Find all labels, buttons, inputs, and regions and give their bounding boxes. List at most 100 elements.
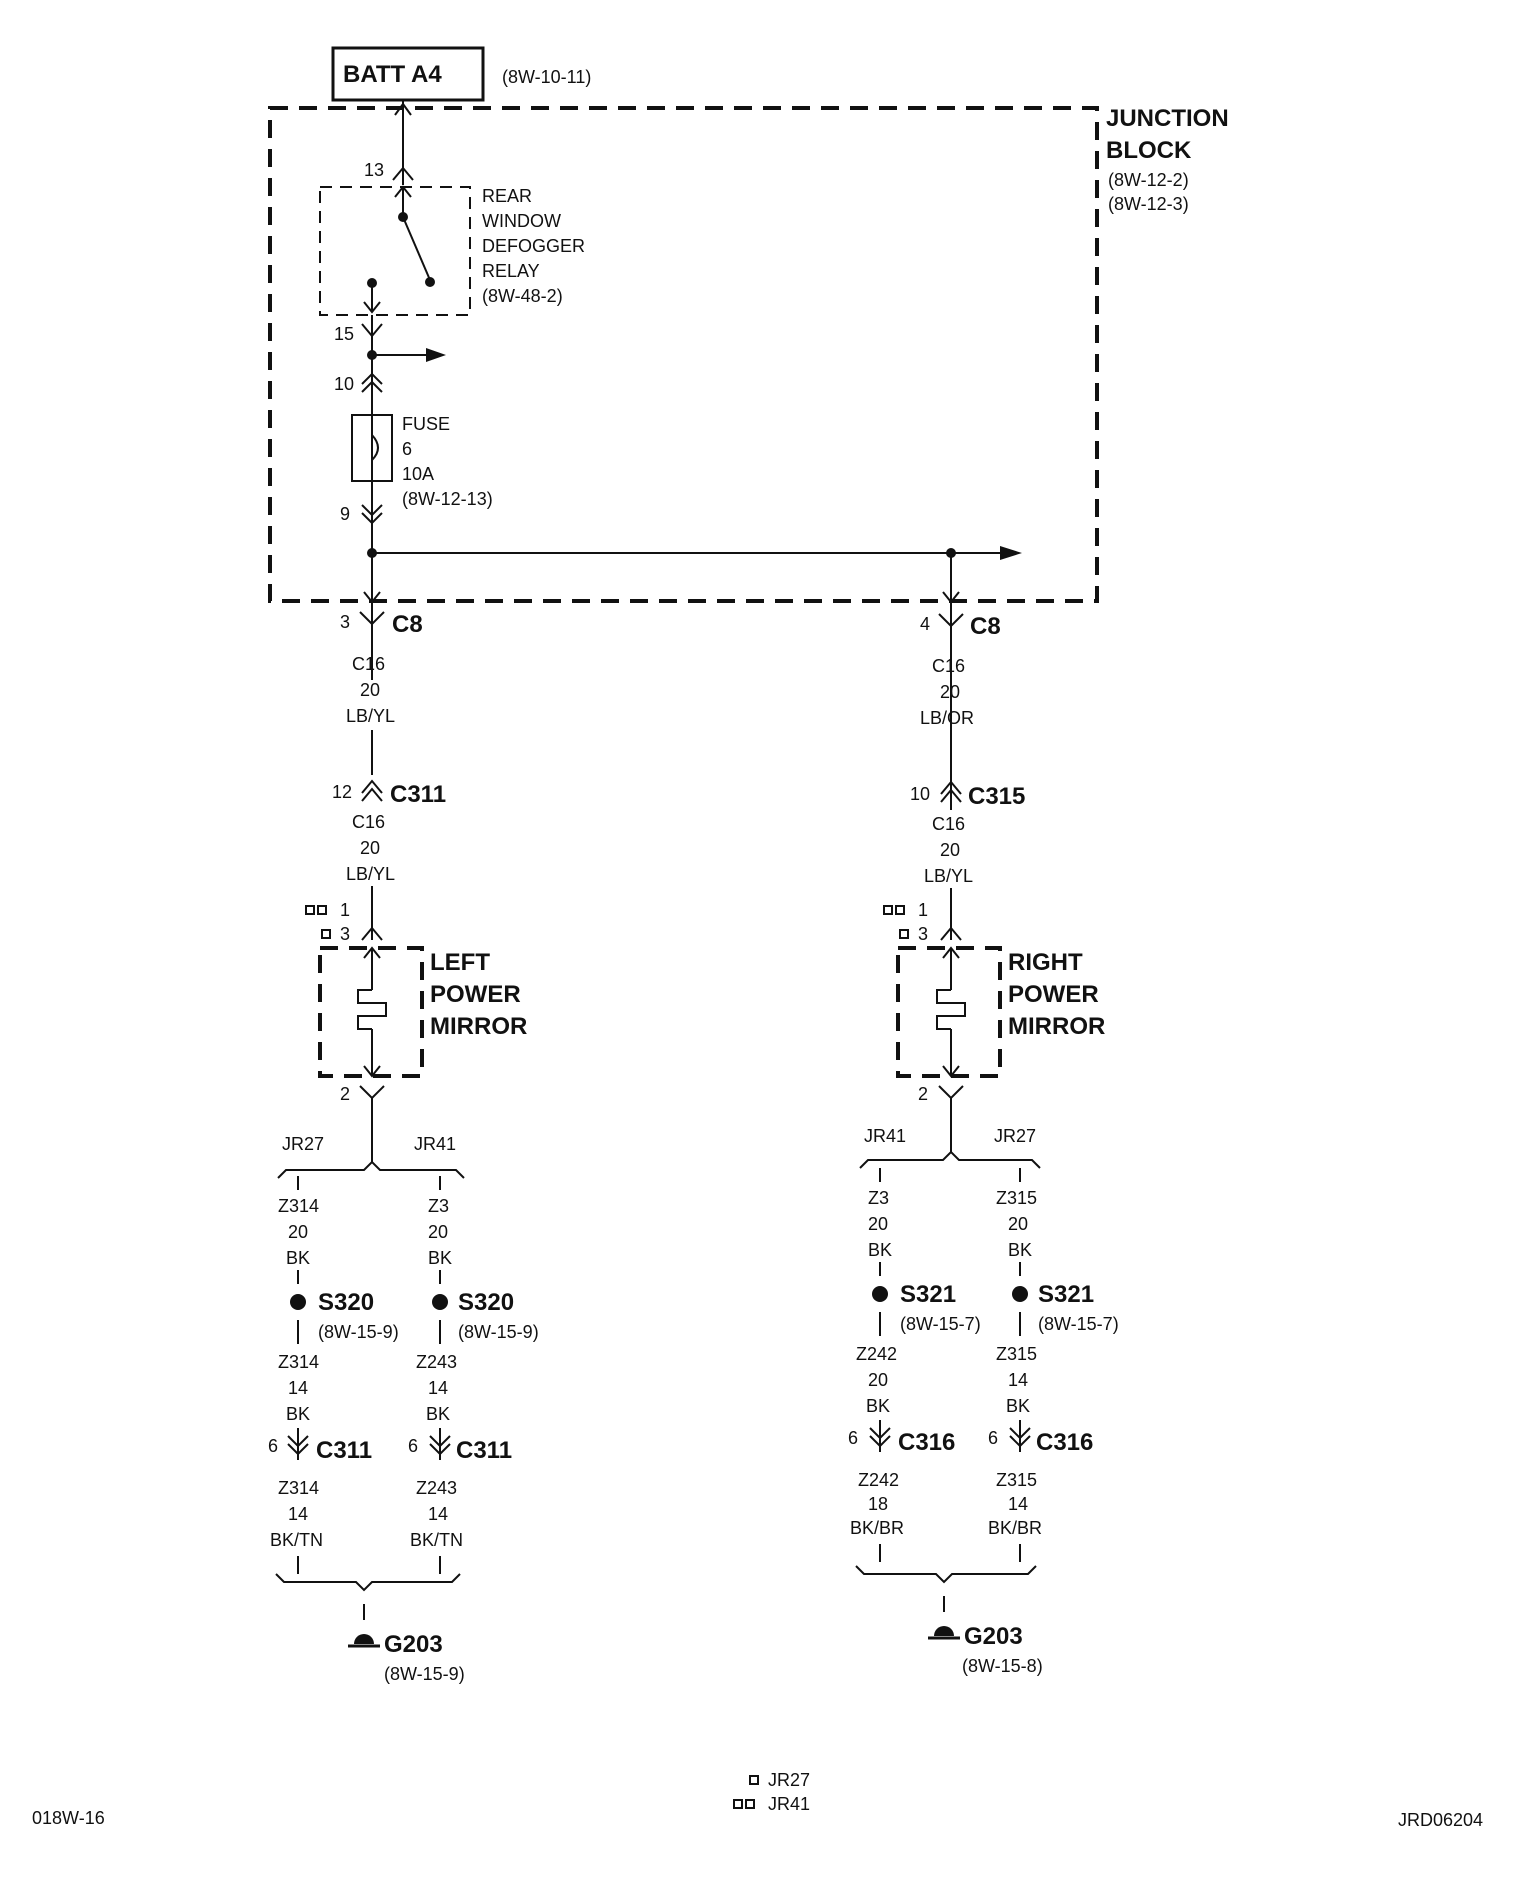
left-a-w2-gauge: 14 [288,1378,308,1398]
left-c311-pin: 12 [332,782,352,802]
left-b-splice-ref: (8W-15-9) [458,1322,539,1342]
page-number: 018W-16 [32,1808,105,1828]
relay-contact-stationary [425,277,435,287]
right-ground-brace [855,1565,1037,1584]
right-a-w1-color: BK [868,1240,892,1260]
fuse-pin-9: 9 [340,504,350,524]
right-branch-brace [859,1150,1041,1169]
fuse-pin-10: 10 [334,374,354,394]
junction-block-ref-1: (8W-12-2) [1108,170,1189,190]
right-c8-name: C8 [970,613,1001,640]
relay-line-2: WINDOW [482,211,561,231]
right-ground-symbol [934,1626,954,1636]
left-mirror-label-1: LEFT [430,949,490,976]
relay-line-4: RELAY [482,261,540,281]
left-mirror-pin-out: 2 [340,1084,350,1104]
right-a-splice-ref: (8W-15-7) [900,1314,981,1334]
legend-jr41: JR41 [768,1794,810,1814]
right-mirror-boundary [896,946,1002,1078]
right-a-w3-gauge: 18 [868,1494,888,1514]
left-wire-b-color: LB/YL [346,864,395,884]
right-a-w3-color: BK/BR [850,1518,904,1538]
left-mirror-pin-3: 3 [340,924,350,944]
right-branch-a-label: JR41 [864,1126,906,1146]
junction-block-title-2: BLOCK [1106,137,1192,164]
right-mirror-label-2: POWER [1008,981,1099,1008]
left-ground-brace [275,1573,461,1592]
right-a-conn-pin: 6 [848,1428,858,1448]
fuse-element [371,415,379,481]
left-b-w2-color: BK [426,1404,450,1424]
right-mirror-pin-3: 3 [918,924,928,944]
right-a-w2-color: BK [866,1396,890,1416]
right-legend-box-c [899,929,909,939]
left-wire-b-gauge: 20 [360,838,380,858]
right-b-splice-dot [1012,1286,1028,1302]
relay-pin-13: 13 [364,160,384,180]
left-b-w1-code: Z3 [428,1196,449,1216]
legend-jr27: JR27 [768,1770,810,1790]
left-c311-connector [361,779,383,794]
right-wire-b-code: C16 [932,814,965,834]
left-c8-connector [359,611,385,626]
right-branch-b-label: JR27 [994,1126,1036,1146]
left-ground-symbol [354,1634,374,1644]
right-wire-a-code: C16 [932,656,965,676]
right-wire-a-color: LB/OR [920,708,974,728]
battery-ref: (8W-10-11) [502,67,591,87]
left-b-w3-color: BK/TN [410,1530,463,1550]
right-b-w1-color: BK [1008,1240,1032,1260]
left-legend-box-c [321,929,331,939]
left-b-w3-gauge: 14 [428,1504,448,1524]
right-a-w3-code: Z242 [858,1470,899,1490]
left-c311-connector-2 [361,787,383,802]
left-b-w3-code: Z243 [416,1478,457,1498]
left-mirror-pin-1: 1 [340,900,350,920]
left-branch-b-label: JR41 [414,1134,456,1154]
right-mirror-label-1: RIGHT [1008,949,1083,976]
legend-box-jr27 [749,1775,759,1785]
relay-line-3: DEFOGGER [482,236,585,256]
right-legend-box-b [895,905,905,915]
left-a-w1-code: Z314 [278,1196,319,1216]
left-wire-a-code: C16 [352,654,385,674]
left-mirror-arrow-bottom [363,1065,381,1078]
arrow-right-bus [1000,546,1022,560]
left-a-w1-color: BK [286,1248,310,1268]
pin-9-connector-2 [361,512,383,525]
left-ground-ref: (8W-15-9) [384,1664,465,1684]
junction-block-ref-2: (8W-12-3) [1108,194,1189,214]
legend-box-jr41-b [745,1799,755,1809]
left-b-w2-code: Z243 [416,1352,457,1372]
left-wire-b-code: C16 [352,812,385,832]
pin-13-connector [392,166,414,181]
right-mirror-arrow-bottom [942,1065,960,1078]
left-branch-a-label: JR27 [282,1134,324,1154]
relay-line-1: REAR [482,186,532,206]
left-mirror-label-3: MIRROR [430,1013,527,1040]
left-a-w1-gauge: 20 [288,1222,308,1242]
pin-10-connector-2 [361,380,383,393]
right-b-w2-color: BK [1006,1396,1030,1416]
right-c8-connector [938,613,964,628]
right-b-w1-code: Z315 [996,1188,1037,1208]
right-legend-box-a [883,905,893,915]
junction-block-title-1: JUNCTION [1106,105,1229,132]
relay-bottom-arrow [363,301,381,314]
right-mirror-label-3: MIRROR [1008,1013,1105,1040]
left-a-w3-code: Z314 [278,1478,319,1498]
right-b-w3-gauge: 14 [1008,1494,1028,1514]
left-b-conn: C311 [456,1437,512,1464]
fuse-line-2: 6 [402,439,412,459]
battery-box [331,46,485,102]
left-a-w3-gauge: 14 [288,1504,308,1524]
fuse-ref: (8W-12-13) [402,489,493,509]
pin-10-connector [361,372,383,385]
left-b-splice-dot [432,1294,448,1310]
left-mirror-connector-in [361,926,383,941]
arrow-right-out [942,591,960,604]
left-a-conn-pin: 6 [268,1436,278,1456]
right-mirror-pin-1: 1 [918,900,928,920]
left-a-conn: C311 [316,1437,372,1464]
